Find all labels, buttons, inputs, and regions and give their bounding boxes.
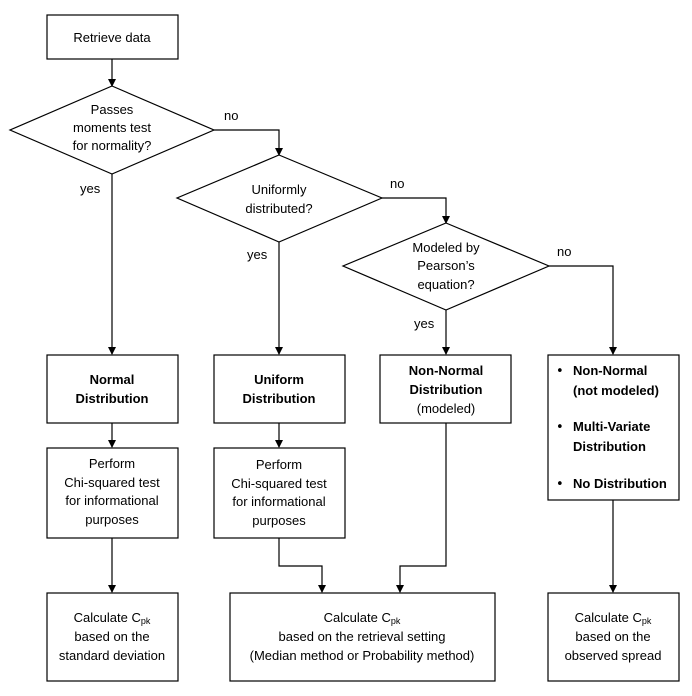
other-item-nonnormal: Non-Normal bbox=[573, 363, 647, 378]
label-pearson-yes: yes bbox=[414, 316, 435, 331]
chi-normal-line2: Chi-squared test bbox=[64, 475, 160, 490]
calc-retrieval-box: Calculate Cpk based on the retrieval set… bbox=[229, 592, 496, 682]
decision-pearson-line3: equation? bbox=[417, 277, 474, 292]
start-label: Retrieve data bbox=[73, 30, 151, 45]
chi-uniform-line2: Chi-squared test bbox=[231, 476, 327, 491]
normal-distribution-line1: Normal bbox=[90, 372, 135, 387]
chi-squared-box-uniform: Perform Chi-squared test for information… bbox=[213, 447, 346, 539]
label-pearson-no: no bbox=[557, 244, 571, 259]
nonnormal-distribution-box: Non-Normal Distribution (modeled) bbox=[379, 354, 512, 424]
arrow-uniform-no bbox=[382, 197, 450, 224]
calc-observed-line2: observed spread bbox=[565, 648, 662, 663]
other-distribution-box: • Non-Normal (not modeled) • Multi-Varia… bbox=[547, 354, 680, 501]
calc-retrieval-title: Calculate Cpk bbox=[324, 610, 401, 626]
normal-distribution-box: Normal Distribution bbox=[46, 354, 179, 424]
uniform-distribution-line2: Distribution bbox=[243, 391, 316, 406]
label-moments-no: no bbox=[224, 108, 238, 123]
calc-standard-line2: standard deviation bbox=[59, 648, 165, 663]
calc-retrieval-line1: based on the retrieval setting bbox=[279, 629, 446, 644]
chi-squared-box-normal: Perform Chi-squared test for information… bbox=[46, 447, 179, 539]
nonnormal-distribution-note: (modeled) bbox=[417, 401, 476, 416]
calc-observed-line1: based on the bbox=[575, 629, 650, 644]
uniform-distribution-box: Uniform Distribution bbox=[213, 354, 346, 424]
start-box: Retrieve data bbox=[46, 14, 179, 60]
calc-standard-title: Calculate Cpk bbox=[74, 610, 151, 626]
calc-retrieval-line2: (Median method or Probability method) bbox=[250, 648, 475, 663]
calc-observed-title: Calculate Cpk bbox=[575, 610, 652, 626]
decision-pearson-line1: Modeled by bbox=[412, 240, 480, 255]
bullet-icon: • bbox=[556, 420, 564, 435]
decision-pearson: Modeled by Pearson’s equation? bbox=[341, 222, 551, 311]
decision-moments-line2: moments test bbox=[73, 120, 151, 135]
label-moments-yes: yes bbox=[80, 181, 101, 196]
label-uniform-yes: yes bbox=[247, 247, 268, 262]
nonnormal-distribution-line1: Non-Normal bbox=[409, 363, 483, 378]
chi-normal-line4: purposes bbox=[85, 512, 139, 527]
nonnormal-distribution-line2: Distribution bbox=[410, 382, 483, 397]
decision-moments-line3: for normality? bbox=[73, 138, 152, 153]
other-item-no-distribution: No Distribution bbox=[573, 476, 667, 491]
normal-distribution-line2: Distribution bbox=[76, 391, 149, 406]
chi-normal-line1: Perform bbox=[89, 456, 135, 471]
bullet-icon: • bbox=[556, 364, 564, 379]
arrow-pearson-no bbox=[549, 265, 617, 355]
decision-moments: Passes moments test for normality? bbox=[8, 85, 216, 175]
bullet-icon: • bbox=[556, 477, 564, 492]
chi-normal-line3: for informational bbox=[65, 493, 158, 508]
decision-moments-line1: Passes bbox=[91, 102, 134, 117]
arrow-nonnormal-to-calc-retrieval bbox=[396, 423, 447, 593]
arrow-moments-no bbox=[214, 129, 283, 156]
label-uniform-no: no bbox=[390, 176, 404, 191]
calc-observed-box: Calculate Cpk based on the observed spre… bbox=[547, 592, 680, 682]
decision-pearson-line2: Pearson’s bbox=[417, 258, 475, 273]
decision-uniform: Uniformly distributed? bbox=[175, 154, 384, 243]
chi-uniform-line3: for informational bbox=[232, 494, 325, 509]
other-item-not-modeled: (not modeled) bbox=[573, 383, 659, 398]
decision-uniform-line2: distributed? bbox=[245, 201, 312, 216]
chi-uniform-line4: purposes bbox=[252, 513, 306, 528]
arrow-chi-to-calc-retrieval bbox=[278, 538, 326, 593]
calc-standard-box: Calculate Cpk based on the standard devi… bbox=[46, 592, 179, 682]
connectors bbox=[108, 59, 617, 593]
decision-uniform-line1: Uniformly bbox=[252, 182, 307, 197]
chi-uniform-line1: Perform bbox=[256, 457, 302, 472]
other-item-distribution: Distribution bbox=[573, 439, 646, 454]
other-item-multivariate: Multi-Variate bbox=[573, 419, 650, 434]
calc-standard-line1: based on the bbox=[74, 629, 149, 644]
uniform-distribution-line1: Uniform bbox=[254, 372, 304, 387]
